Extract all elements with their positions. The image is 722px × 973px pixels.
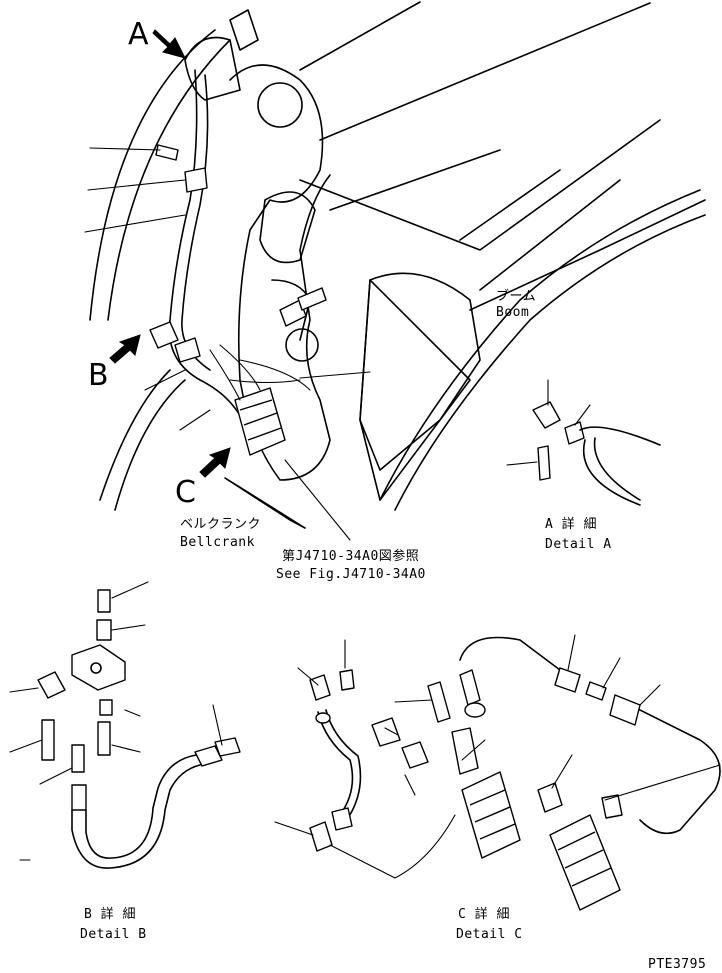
callout-c: C	[175, 475, 196, 510]
bellcrank-pin	[257, 82, 303, 128]
detail-c-tee	[309, 821, 333, 852]
detail-a-union	[564, 421, 585, 445]
plate	[224, 477, 306, 529]
clamp-bolt	[155, 144, 179, 161]
detail-b-manifold-hole	[90, 662, 102, 674]
boom-body	[359, 272, 481, 471]
detail-b-elbow	[37, 671, 66, 699]
detail-c-valve-block-1	[461, 771, 521, 859]
detail-c-small-fitting	[601, 794, 623, 819]
detail-c-bolt-1	[427, 681, 451, 723]
detail-c-label-en: Detail C	[456, 927, 523, 942]
detail-c-nut	[609, 694, 641, 726]
valve-block	[234, 387, 286, 456]
arrow-c	[199, 447, 231, 478]
detail-c-cap	[339, 669, 355, 691]
detail-b-end-fitting	[214, 737, 241, 757]
detail-b-adapter-2	[96, 619, 112, 641]
frame-arc	[89, 29, 231, 511]
detail-b-hose	[71, 754, 201, 869]
top-bracket	[184, 9, 259, 101]
fitting-boom-1	[279, 299, 307, 327]
boom-right-edge	[379, 189, 706, 511]
bellcrank-pin-lower	[285, 328, 319, 362]
bellcrank-label-en: Bellcrank	[180, 535, 255, 550]
drawing-number: PTE3795	[648, 957, 706, 972]
detail-a-bolt	[537, 445, 551, 481]
main-assembly-view	[84, 1, 706, 541]
fitting-b-1	[149, 321, 179, 349]
valve-hoses	[209, 344, 311, 401]
fitting-boom-2	[297, 287, 327, 311]
detail-c-fitting-2	[451, 727, 479, 775]
detail-c-valve-block-2	[549, 814, 621, 911]
detail-c-elbow	[537, 782, 563, 813]
boom-outline	[299, 1, 706, 501]
detail-b-fitting-1	[99, 699, 113, 716]
boom-label-en: Boom	[496, 305, 529, 320]
detail-c-drawing	[274, 634, 721, 911]
detail-c-tube-nut	[315, 712, 331, 724]
detail-a-bracket	[579, 426, 661, 506]
hose-run-2	[181, 74, 211, 371]
detail-c-leaders	[274, 634, 721, 879]
callout-b: B	[88, 358, 109, 393]
detail-c-tube-fitting-bottom	[331, 807, 353, 831]
arrow-a	[152, 29, 186, 59]
detail-c-coupler	[554, 667, 581, 693]
arrow-b	[109, 334, 141, 364]
detail-b-bolt-2	[97, 721, 111, 756]
detail-b-hose-fitting	[194, 745, 223, 767]
detail-c-pipe-loop	[459, 636, 721, 835]
detail-c-bent-tube	[317, 709, 362, 819]
detail-b-drawing	[9, 581, 241, 869]
detail-b-hose-end	[71, 784, 87, 811]
detail-a-drawing	[506, 379, 661, 506]
detail-c-bolt-2	[459, 669, 481, 706]
callout-a: A	[128, 17, 149, 52]
detail-c-fitting-1	[401, 741, 429, 769]
detail-b-label-jp: B 詳 細	[84, 906, 136, 922]
detail-a-elbow	[532, 401, 561, 429]
detail-b-bolt-1	[41, 719, 55, 761]
detail-a-label-jp: A 詳 細	[545, 516, 597, 532]
detail-c-bolt-3	[371, 717, 401, 747]
detail-b-adapter-1	[97, 589, 111, 613]
labels: A B C ブーム Boom ベルクランク Bellcrank 第J4710-3…	[80, 17, 706, 972]
detail-a-leaders	[506, 379, 591, 466]
detail-c-label-jp: C 詳 細	[458, 906, 510, 922]
detail-b-label-en: Detail B	[80, 927, 147, 942]
reference-label-jp: 第J4710-34A0図参照	[282, 548, 419, 564]
detail-b-fitting-2	[71, 744, 85, 773]
detail-c-union	[585, 681, 607, 701]
detail-a-label-en: Detail A	[545, 537, 612, 552]
detail-b-leaders	[9, 581, 223, 861]
reference-label-en: See Fig.J4710-34A0	[276, 567, 426, 582]
hose-clamp	[184, 167, 208, 193]
bellcrank-label-jp: ベルクランク	[180, 517, 261, 532]
detail-c-washer	[464, 702, 486, 718]
detail-c-tube-fitting-top	[309, 674, 331, 701]
boom-label-jp: ブーム	[496, 288, 536, 304]
leader-lines-main	[84, 147, 371, 541]
fitting-b-2	[174, 337, 201, 363]
detail-b-manifold	[71, 644, 126, 691]
hose-run	[168, 69, 251, 441]
bellcrank	[229, 64, 331, 481]
